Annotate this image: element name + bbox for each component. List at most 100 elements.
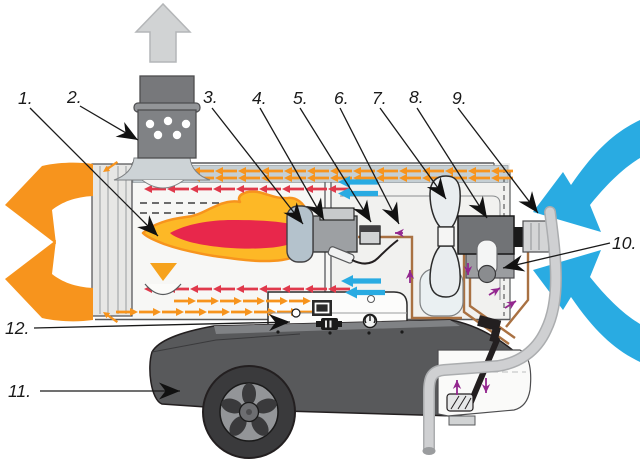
- flow-dash-left-icon: [376, 167, 398, 176]
- flow-dash-left-icon: [215, 167, 237, 176]
- flow-dash-left-icon: [468, 167, 490, 176]
- control-box-face: [268, 295, 407, 335]
- label-2: 2.: [66, 87, 82, 107]
- flow-dash-left-icon: [261, 174, 283, 183]
- leader-4: [259, 107, 325, 221]
- flow-dash-left-icon: [307, 174, 329, 183]
- nozzle-top-plate: [319, 207, 355, 221]
- label-3: 3.: [203, 87, 218, 107]
- flow-dash-left-icon: [190, 185, 212, 194]
- leader-7: [379, 107, 447, 200]
- flame-core: [170, 220, 305, 249]
- flow-dash-left-icon: [213, 285, 235, 293]
- label-7: 7.: [372, 88, 387, 108]
- relay-connector: [312, 300, 332, 316]
- handle: [422, 206, 562, 455]
- leader-5: [299, 107, 372, 223]
- flow-dash-left-icon: [103, 160, 119, 172]
- chimney: [113, 75, 211, 189]
- hot-air-out-arrow-bottom-icon: [5, 240, 93, 322]
- flow-dash-right-icon: [243, 297, 265, 305]
- flow-dash-right-icon: [185, 308, 207, 316]
- flow-dash-left-icon: [238, 167, 260, 176]
- panel-rivet: [367, 295, 375, 303]
- power-switch-icon[interactable]: [316, 318, 342, 330]
- flow-dash-left-icon: [330, 167, 352, 176]
- flow-dash-left-icon: [328, 185, 350, 194]
- flow-dash-right-icon: [197, 297, 219, 305]
- spark-plug-cable: [351, 239, 399, 265]
- flow-dash-left-icon: [167, 185, 189, 194]
- fuel-flow-arrows: [395, 228, 517, 395]
- flow-dash-left-icon: [376, 174, 398, 183]
- leader-12: [33, 313, 291, 331]
- hot-air-out-arrow-top-icon: [5, 162, 93, 244]
- label-1: 1.: [18, 88, 33, 108]
- flame-tube-end-tab: [144, 283, 182, 296]
- air-filter: [477, 264, 497, 284]
- label-11: 11.: [8, 381, 31, 401]
- leader-6: [339, 107, 400, 225]
- flow-dash-right-icon: [266, 297, 288, 305]
- flow-dash-left-icon: [190, 285, 212, 293]
- fuel-solenoid-valve: [359, 225, 381, 245]
- label-10: 10.: [612, 233, 636, 253]
- flow-dash-left-icon: [284, 167, 306, 176]
- flow-dash-right-icon: [139, 308, 161, 316]
- flow-dash-left-icon: [445, 167, 467, 176]
- chimney-collar: [141, 179, 185, 189]
- flow-dash-left-icon: [144, 185, 166, 194]
- chimney-holes: [145, 116, 191, 140]
- cold-air-flow-arrow-icon: [338, 187, 378, 200]
- leader-10: [502, 242, 611, 272]
- flow-dash-right-icon: [220, 297, 242, 305]
- burner-head: [286, 205, 314, 263]
- tank-facet-line: [151, 333, 301, 353]
- flow-dash-left-icon: [213, 185, 235, 194]
- corner-hot-air-arrow-bottom: [103, 312, 119, 324]
- cold-air-flow-arrow-icon: [341, 275, 381, 287]
- fan-hub: [437, 226, 455, 247]
- flow-dash-left-icon: [259, 285, 281, 293]
- labels: 1. 2. 3. 4. 5. 6. 7. 8. 9. 10. 11. 12.: [5, 87, 636, 401]
- tank-foot: [448, 415, 476, 426]
- flow-dash-left-icon: [491, 174, 513, 183]
- flow-dash-left-icon: [284, 174, 306, 183]
- label-9: 9.: [452, 88, 467, 108]
- flow-dash-left-icon: [328, 285, 350, 293]
- fuel-strainer: [446, 393, 474, 412]
- flow-dash-left-icon: [236, 285, 258, 293]
- flow-dash-left-icon: [261, 167, 283, 176]
- leader-9: [457, 107, 539, 214]
- label-5: 5.: [293, 88, 308, 108]
- cold-air-intake-arrow-top-icon: [533, 120, 640, 232]
- fan-blade-bottom: [429, 245, 461, 298]
- flow-dash-right-icon: [116, 308, 138, 316]
- flow-dash-left-icon: [282, 285, 304, 293]
- flow-dash-left-icon: [259, 185, 281, 194]
- flow-dash-left-icon: [307, 167, 329, 176]
- flow-dash-left-icon: [399, 167, 421, 176]
- chimney-base-flare: [113, 157, 211, 181]
- hot-air-down-arrow-icon: [150, 263, 177, 281]
- chimney-pipe: [139, 75, 195, 105]
- flow-dash-left-icon: [238, 174, 260, 183]
- burner-assembly: [286, 205, 399, 265]
- flow-arrows: [116, 167, 513, 316]
- flow-dash-left-icon: [305, 285, 327, 293]
- flow-dash-right-icon: [208, 308, 230, 316]
- leader-1: [29, 107, 159, 237]
- indicator-light[interactable]: [291, 308, 301, 318]
- flow-dash-left-icon: [282, 185, 304, 194]
- thermostat-knob[interactable]: [362, 313, 378, 329]
- label-8: 8.: [409, 87, 424, 107]
- flame: [141, 190, 311, 263]
- front-grille: [91, 163, 133, 317]
- flow-dash-left-icon: [491, 167, 513, 176]
- flow-dash-left-icon: [353, 167, 375, 176]
- cold-air-flow-arrow-icon: [345, 286, 385, 299]
- flow-dash-right-icon: [162, 308, 184, 316]
- exhaust-up-arrow-icon: [134, 2, 192, 63]
